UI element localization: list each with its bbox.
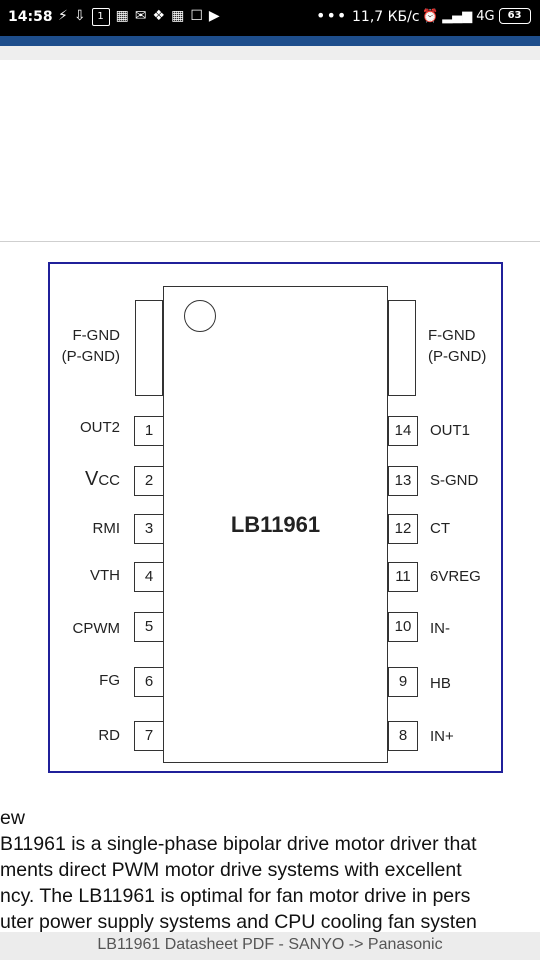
- youtube-icon: ▶: [208, 8, 220, 24]
- signal-icon: ▂▄▆: [442, 8, 473, 24]
- photos-icon: ❖: [152, 8, 166, 24]
- status-time: 14:58: [8, 9, 53, 25]
- pin-label-right: IN+: [430, 728, 454, 745]
- ic-package: [163, 286, 388, 763]
- download-icon: ⇩: [73, 8, 86, 24]
- pin-number: 3: [134, 514, 164, 544]
- toolbar-shadow: [0, 46, 540, 60]
- network-speed: 11,7 КБ/с: [352, 9, 420, 25]
- article-line: ments direct PWM motor drive systems wit…: [0, 859, 462, 881]
- battery-icon: 63: [498, 8, 531, 24]
- left-gnd-label: F-GND (P-GND): [61, 327, 120, 365]
- alarm-icon: ⏰: [422, 8, 439, 24]
- page-title-footer[interactable]: LB11961 Datasheet PDF - SANYO -> Panason…: [0, 932, 540, 960]
- status-right: ⏰ ▂▄▆ 4G 63: [422, 8, 531, 24]
- pin-number: 9: [388, 667, 418, 697]
- pin-label-right: IN-: [430, 620, 450, 637]
- content-divider: [0, 241, 540, 242]
- pin-label-right: S-GND: [430, 472, 479, 489]
- pin-number: 14: [388, 416, 418, 446]
- pin-label-right: HB: [430, 675, 451, 692]
- article-line: uter power supply systems and CPU coolin…: [0, 911, 477, 933]
- pin-label-right: OUT1: [430, 422, 471, 439]
- mail-icon: ☐: [190, 8, 203, 24]
- pin-number: 5: [134, 612, 164, 642]
- pin-label-left: VTH: [90, 567, 120, 584]
- more-notifications-icon: •••: [316, 6, 348, 25]
- pin-number: 12: [388, 514, 418, 544]
- pin-number: 7: [134, 721, 164, 751]
- pin-number: 10: [388, 612, 418, 642]
- pin-number: 8: [388, 721, 418, 751]
- pin-label-right: CT: [430, 520, 450, 537]
- qr-icon: ▦: [171, 8, 185, 24]
- pin1-marker: [184, 300, 216, 332]
- right-heatsink-tab: [388, 300, 416, 396]
- pin-label-right: 6VREG: [430, 568, 481, 585]
- pin-label-left: CPWM: [72, 620, 121, 637]
- pin-label-left: RMI: [92, 520, 121, 537]
- status-bar: 14:58 ⚡ ⇩ 1 ▦ ✉ ❖ ▦ ☐ ▶ ••• 11,7 КБ/с ⏰ …: [0, 0, 540, 36]
- notification-icons: ⚡ ⇩ 1 ▦ ✉ ❖ ▦ ☐ ▶: [58, 8, 220, 26]
- pin-label-left: FG: [99, 672, 120, 689]
- message-icon: ✉: [134, 8, 147, 24]
- article-text: ew B11961 is a single-phase bipolar driv…: [0, 805, 540, 935]
- pin-number: 4: [134, 562, 164, 592]
- pin-number: 6: [134, 667, 164, 697]
- article-line: B11961 is a single-phase bipolar drive m…: [0, 833, 477, 855]
- pin-number: 2: [134, 466, 164, 496]
- pin-label-left: RD: [98, 727, 120, 744]
- article-heading: ew: [0, 807, 25, 829]
- left-heatsink-tab: [135, 300, 163, 396]
- pin-label-left: OUT2: [79, 419, 120, 436]
- chip-name: LB11961: [230, 512, 321, 537]
- right-gnd-label: F-GND (P-GND): [428, 327, 487, 365]
- network-type: 4G: [476, 8, 495, 24]
- vcc-label: VCC: [84, 468, 120, 490]
- pin-number: 1: [134, 416, 164, 446]
- pin-number: 13: [388, 466, 418, 496]
- flash-icon: ⚡: [58, 8, 68, 24]
- sim-icon: 1: [91, 8, 110, 26]
- pin-number: 11: [388, 562, 418, 592]
- qr-icon: ▦: [115, 8, 129, 24]
- app-toolbar: [0, 36, 540, 46]
- article-line: ncy. The LB11961 is optimal for fan moto…: [0, 885, 471, 907]
